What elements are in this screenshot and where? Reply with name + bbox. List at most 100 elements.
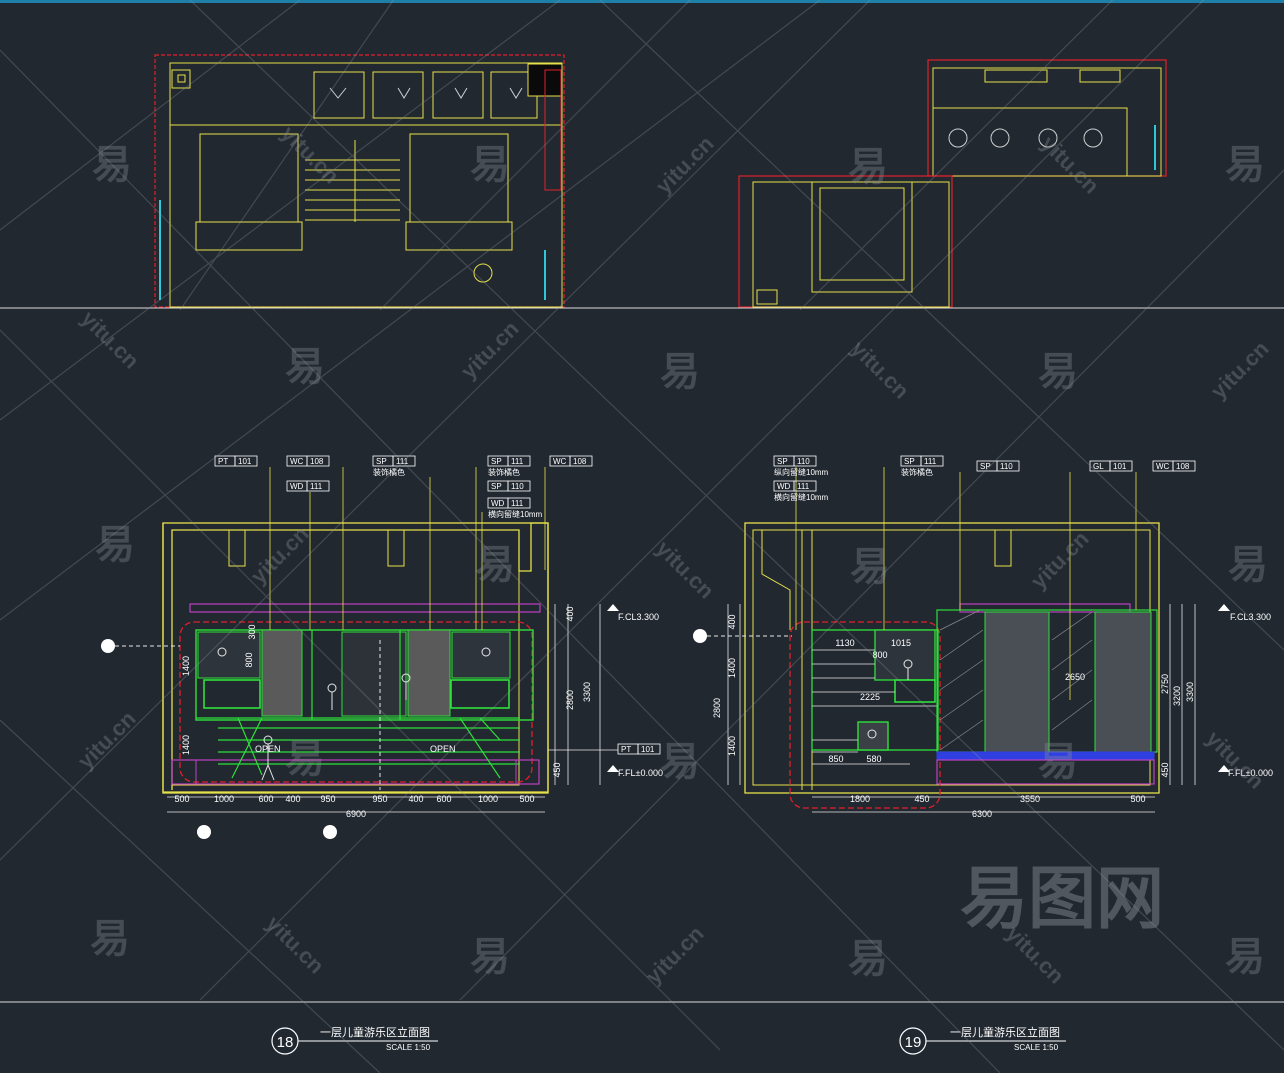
tag-number: 101 [1113, 462, 1127, 471]
tag-code: SP [376, 457, 387, 466]
watermark-url: yitu.cn [1026, 526, 1094, 594]
material-tag: GL 101 [1089, 460, 1133, 472]
material-tag: SP 110 [487, 480, 531, 492]
dimension-value: 3550 [1020, 794, 1040, 804]
dimension-value: 1400 [727, 658, 737, 678]
level-marker-icon [607, 765, 619, 772]
tag-code: WC [290, 457, 304, 466]
dimension-value: 580 [866, 754, 881, 764]
dimension-value: 450 [1160, 762, 1170, 777]
section-marker-icon [323, 825, 337, 839]
tag-number: 110 [511, 482, 524, 491]
watermark-char: 易 [850, 545, 890, 589]
watermark-url: yitu.cn [1036, 131, 1104, 199]
dimension-value: 450 [552, 762, 562, 777]
elevation-19 [693, 467, 1230, 813]
tag-code: SP [491, 482, 502, 491]
watermark-char: 易 [285, 345, 325, 389]
watermark-char: 易 [1225, 143, 1265, 187]
watermark-url: yitu.cn [641, 921, 709, 989]
tag-number: 108 [1176, 462, 1190, 471]
elevation-18 [101, 467, 619, 839]
overall-dimension: 6900 [346, 809, 366, 819]
tag-code: WD [491, 499, 505, 508]
dimension-value: 2800 [565, 690, 575, 710]
watermark-url: yitu.cn [76, 306, 144, 374]
dimension-value: 600 [436, 794, 451, 804]
tag-number: 111 [924, 457, 937, 466]
dimension-value: 3200 [1172, 686, 1182, 706]
drawing-number-19: 19 [905, 1034, 922, 1051]
watermark-char: 易 [475, 543, 515, 587]
watermark-char: 易 [95, 523, 135, 567]
window-top-border [0, 0, 1284, 3]
title-block-19: 19 一层儿童游乐区立面图 SCALE 1:50 [899, 1025, 1066, 1055]
tag-number: 108 [573, 457, 587, 466]
level-marker-icon [607, 604, 619, 611]
tag-note: 装饰橘色 [373, 467, 405, 477]
dimension-value: 950 [320, 794, 335, 804]
ceiling-level-18: F.CL3.300 [618, 612, 659, 622]
tag-number: 111 [511, 457, 524, 466]
open-label: OPEN [430, 744, 456, 754]
dimension-value: 500 [1130, 794, 1145, 804]
watermark-url: yitu.cn [651, 131, 719, 199]
tag-note: 装饰橘色 [901, 467, 933, 477]
dimension-value: 1015 [891, 638, 911, 648]
floor-level-19: F.FL±0.000 [1228, 768, 1273, 778]
tag-code: WC [1156, 462, 1170, 471]
drawing-title-19: 一层儿童游乐区立面图 [950, 1025, 1060, 1039]
dimension-value: 500 [174, 794, 189, 804]
watermark-char: 易 [1038, 740, 1078, 784]
dimension-value: 1000 [478, 794, 498, 804]
material-tags-18: PT101WC108WD111SP111装饰橘色SP111装饰橘色WC108SP… [214, 455, 661, 755]
section-marker-icon [197, 825, 211, 839]
dimension-value: 1400 [181, 656, 191, 676]
drawing-number-18: 18 [277, 1034, 294, 1051]
tag-note: 横向留缝10mm [488, 509, 543, 519]
dimension-value: 2800 [712, 698, 722, 718]
dimension-value: 1130 [835, 638, 854, 648]
section-marker-icon [693, 629, 707, 643]
dimension-value: 400 [565, 606, 575, 621]
tag-number: 111 [396, 457, 409, 466]
watermark-url: yitu.cn [261, 911, 329, 979]
watermark-char: 易 [285, 737, 325, 781]
tag-code: WD [777, 482, 791, 491]
plan-top-right [738, 59, 1167, 308]
tag-number: 111 [797, 482, 810, 491]
watermark-char: 易 [470, 935, 510, 979]
watermark-char: 易 [660, 350, 700, 394]
dimension-value: 300 [247, 624, 257, 639]
dimension-value: 950 [372, 794, 387, 804]
ceiling-level-19: F.CL3.300 [1230, 612, 1271, 622]
floor-level-18: F.FL±0.000 [618, 768, 663, 778]
dimension-value: 2750 [1160, 674, 1170, 694]
dimension-value: 2650 [1065, 672, 1085, 682]
watermark-char: 易 [1228, 543, 1268, 587]
dimension-value: 2225 [860, 692, 880, 702]
watermark-char: 易 [660, 740, 700, 784]
tag-note: 横向留缝10mm [774, 492, 829, 502]
watermark-url: yitu.cn [1201, 726, 1269, 794]
tag-number: 110 [797, 457, 810, 466]
watermark-url: yitu.cn [651, 536, 719, 604]
tag-code: WC [553, 457, 567, 466]
tag-note: 装饰橘色 [488, 467, 520, 477]
brand-watermark: 易图网 [960, 861, 1164, 937]
tag-code: GL [1093, 462, 1104, 471]
tag-note: 纵向留缝10mm [774, 467, 829, 477]
dimension-value: 450 [914, 794, 929, 804]
tag-number: 111 [310, 482, 323, 491]
level-marker-icon [1218, 765, 1230, 772]
watermark-char: 易 [92, 143, 132, 187]
dimension-value: 1400 [181, 735, 191, 755]
